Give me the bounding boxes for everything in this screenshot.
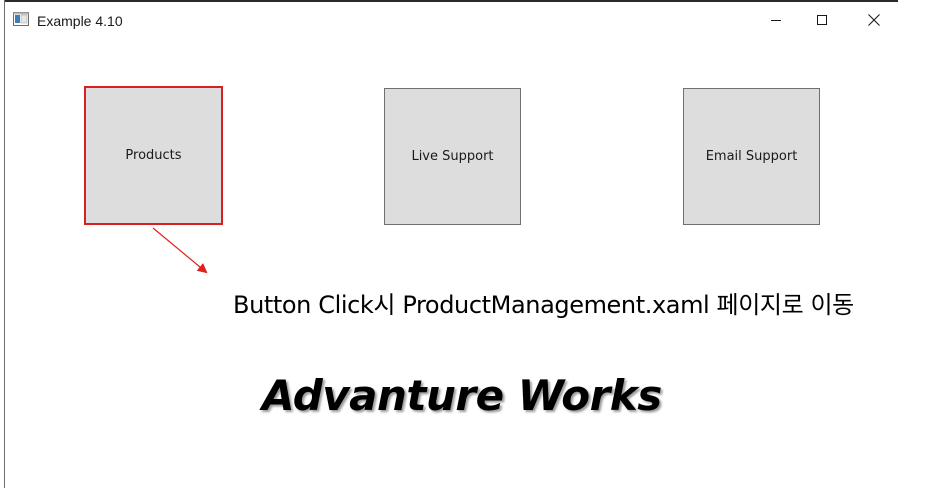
maximize-button[interactable] xyxy=(799,2,845,38)
annotation-text: Button Click시 ProductManagement.xaml 페이지… xyxy=(233,291,854,319)
email-support-button-label: Email Support xyxy=(705,149,798,164)
maximize-icon xyxy=(817,15,827,25)
app-window-icon xyxy=(13,12,29,26)
minimize-button[interactable] xyxy=(753,2,799,38)
brand-title: Advanture Works xyxy=(262,371,662,420)
minimize-icon xyxy=(771,20,781,21)
close-icon xyxy=(868,14,880,26)
window-title: Example 4.10 xyxy=(37,13,123,29)
products-button[interactable]: Products xyxy=(84,86,223,225)
close-button[interactable] xyxy=(851,2,897,38)
window-left-border xyxy=(4,0,5,488)
live-support-button-label: Live Support xyxy=(411,149,494,164)
window-top-border xyxy=(4,0,898,2)
email-support-button[interactable]: Email Support xyxy=(683,88,820,225)
title-bar[interactable]: Example 4.10 xyxy=(5,2,948,40)
products-button-label: Products xyxy=(125,148,182,163)
live-support-button[interactable]: Live Support xyxy=(384,88,521,225)
